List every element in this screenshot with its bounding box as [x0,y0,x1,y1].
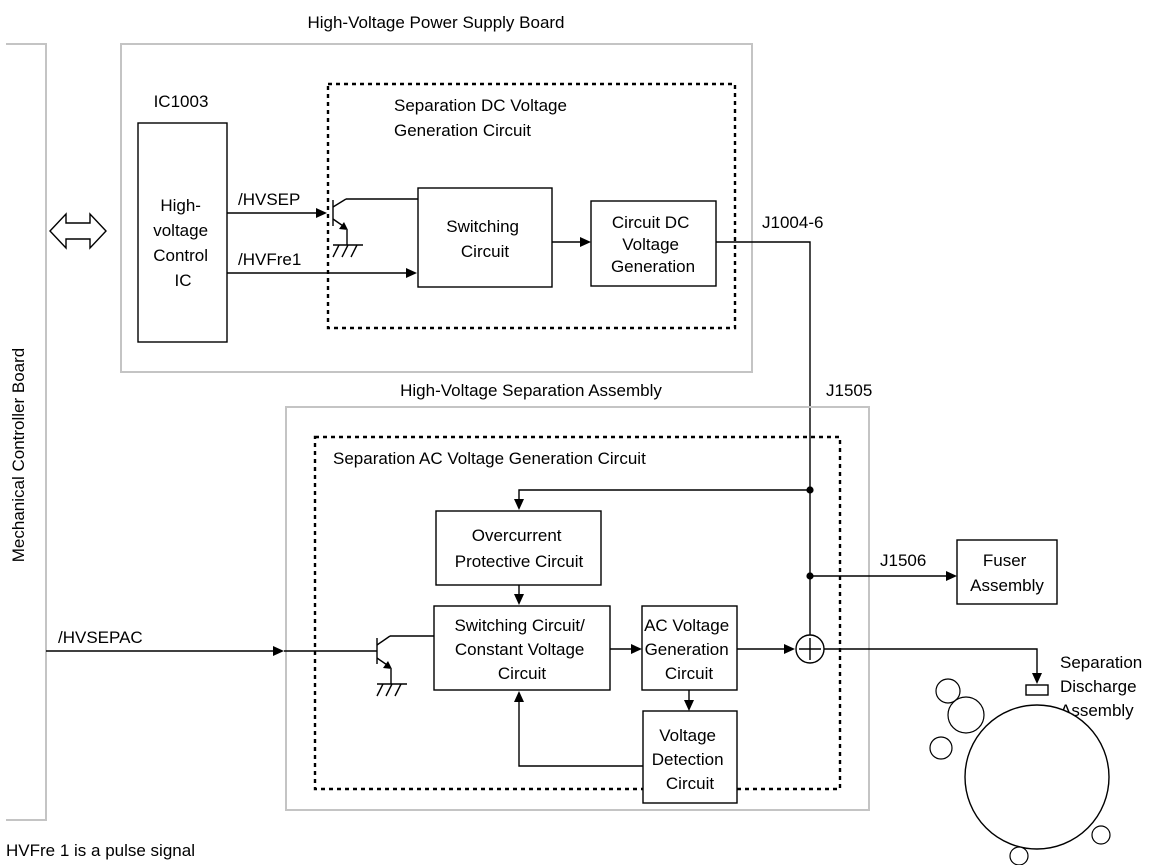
dc-output-wire [716,241,811,595]
separation-dc-circuit-label: Separation DC Voltage Generation Circuit [394,96,572,140]
roller-top-large [947,696,985,734]
mechanical-controller-board-label: Mechanical Controller Board [9,348,28,563]
summing-junction-symbol [795,634,825,664]
switching-to-ac-generation-arrowhead [631,644,642,654]
photoconductor-drum [964,704,1110,850]
mixed-output-arrowhead [1032,673,1042,684]
overcurrent-protective-circuit-block [435,510,602,586]
mixed-output-wire [824,648,1038,677]
mechanical-controller-board-frame [6,43,47,821]
hvfre1-signal-label: /HVFre1 [238,250,301,269]
hv-power-supply-board-label: High-Voltage Power Supply Board [307,13,564,32]
separation-dc-circuit-boundary [326,82,737,330]
voltage-feedback-arrowhead [514,691,524,702]
hv-separation-assembly [285,406,870,811]
separation-discharge-assembly-text: Separation Discharge Assembly [1060,653,1147,720]
j1506-connector-label: J1506 [880,551,926,570]
switching-circuit-text: Switching Circuit [446,217,524,261]
switching-constant-voltage-text: Switching Circuit/ Constant Voltage Circ… [454,616,589,683]
fuser-assembly-text: Fuser Assembly [970,551,1044,595]
roller-left-small [929,736,953,760]
switching-constant-voltage-block [433,605,611,691]
hvsep-arrowhead [316,208,327,218]
j1004-6-connector-label: J1004-6 [762,213,823,232]
overcurrent-feed-wire [518,489,810,502]
roller-bottom [1009,846,1029,865]
discharge-electrode [1025,684,1049,696]
hv-control-ic-text: High- voltage Control IC [153,196,213,290]
ac-voltage-generation-block [641,605,738,691]
hv-separation-assembly-label: High-Voltage Separation Assembly [400,381,662,400]
hvfre1-arrowhead [406,268,417,278]
voltage-detection-text: Voltage Detection Circuit [652,726,729,793]
j1505-connector-label: J1505 [826,381,872,400]
hv-control-ic-block [137,122,228,343]
circuit-dc-voltage-generation-text: Circuit DC Voltage Generation [611,213,695,276]
switching-circuit-block [417,187,553,288]
hvsepac-arrowhead [273,646,284,656]
transistor-ac-symbol [376,635,434,697]
ac-voltage-generation-text: AC Voltage Generation Circuit [644,616,734,683]
separation-ac-circuit-boundary [313,435,842,791]
bidirectional-interface-arrow [49,212,107,250]
overcurrent-feed-arrowhead [514,499,524,510]
separation-ac-circuit-label: Separation AC Voltage Generation Circuit [333,449,646,468]
fuser-feed-arrowhead [946,571,957,581]
hv-power-supply-board [120,43,753,373]
transistor-dc-symbol [332,198,418,258]
overcurrent-to-switching-arrowhead [514,594,524,605]
hvsepac-signal-label: /HVSEPAC [58,628,143,647]
ac-to-voltage-detection-arrowhead [684,700,694,711]
roller-top-small [935,678,961,704]
voltage-feedback-wire [518,700,643,767]
switching-to-dc-generation-arrowhead [580,237,591,247]
overcurrent-protective-circuit-text: Overcurrent Protective Circuit [455,526,584,571]
voltage-detection-block [642,710,738,804]
footnote-text: HVFre 1 is a pulse signal [6,841,195,860]
circuit-dc-voltage-generation-block [590,200,717,287]
ac-to-mixer-arrowhead [784,644,795,654]
ic1003-label: IC1003 [154,92,209,111]
fuser-assembly-block [956,539,1058,605]
hvsep-signal-label: /HVSEP [238,190,300,209]
roller-bottom-right [1091,825,1111,845]
